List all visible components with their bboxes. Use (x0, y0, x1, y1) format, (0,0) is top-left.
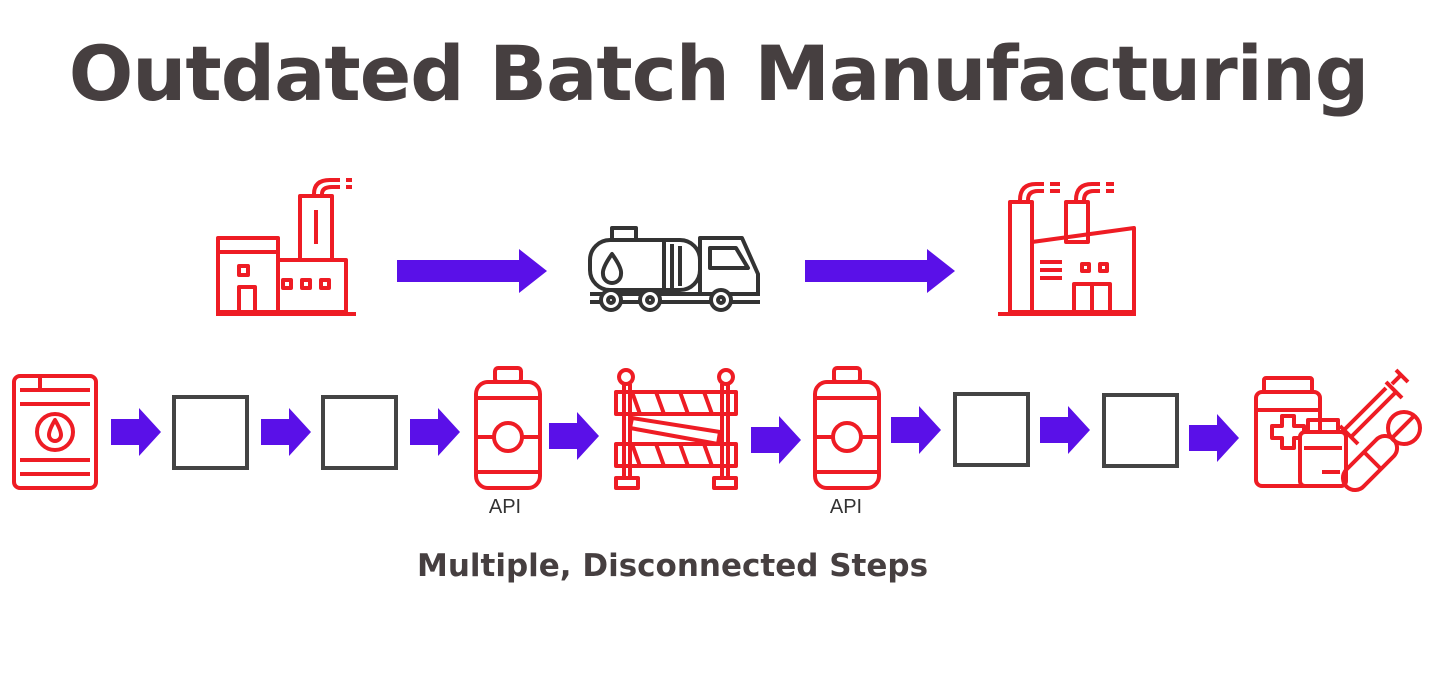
api-label: API (829, 496, 863, 518)
barricade-icon (614, 368, 738, 490)
arrow-right (1189, 414, 1239, 462)
arrow-right (261, 408, 311, 456)
gas-cylinder-icon (474, 366, 542, 490)
arrow-right (111, 408, 161, 456)
arrow-right (410, 408, 460, 456)
diagram-caption: Multiple, Disconnected Steps (416, 548, 929, 584)
arrow-right (549, 412, 599, 460)
api-label: API (488, 496, 522, 518)
pharma-factory-icon (998, 182, 1136, 316)
page-title: Outdated Batch Manufacturing (68, 29, 1370, 118)
arrow-right (1040, 406, 1090, 454)
empty-step-box (172, 395, 249, 470)
factory-icon (216, 178, 356, 316)
arrow-right (397, 249, 547, 293)
medicine-icon (1254, 368, 1422, 493)
empty-step-box (953, 392, 1030, 467)
empty-step-box (1102, 393, 1179, 468)
oil-barrel-icon (12, 374, 98, 490)
arrow-right (805, 249, 955, 293)
arrow-right (751, 416, 801, 464)
empty-step-box (321, 395, 398, 470)
fuel-truck-icon (588, 226, 760, 312)
arrow-right (891, 406, 941, 454)
gas-cylinder-icon (813, 366, 881, 490)
